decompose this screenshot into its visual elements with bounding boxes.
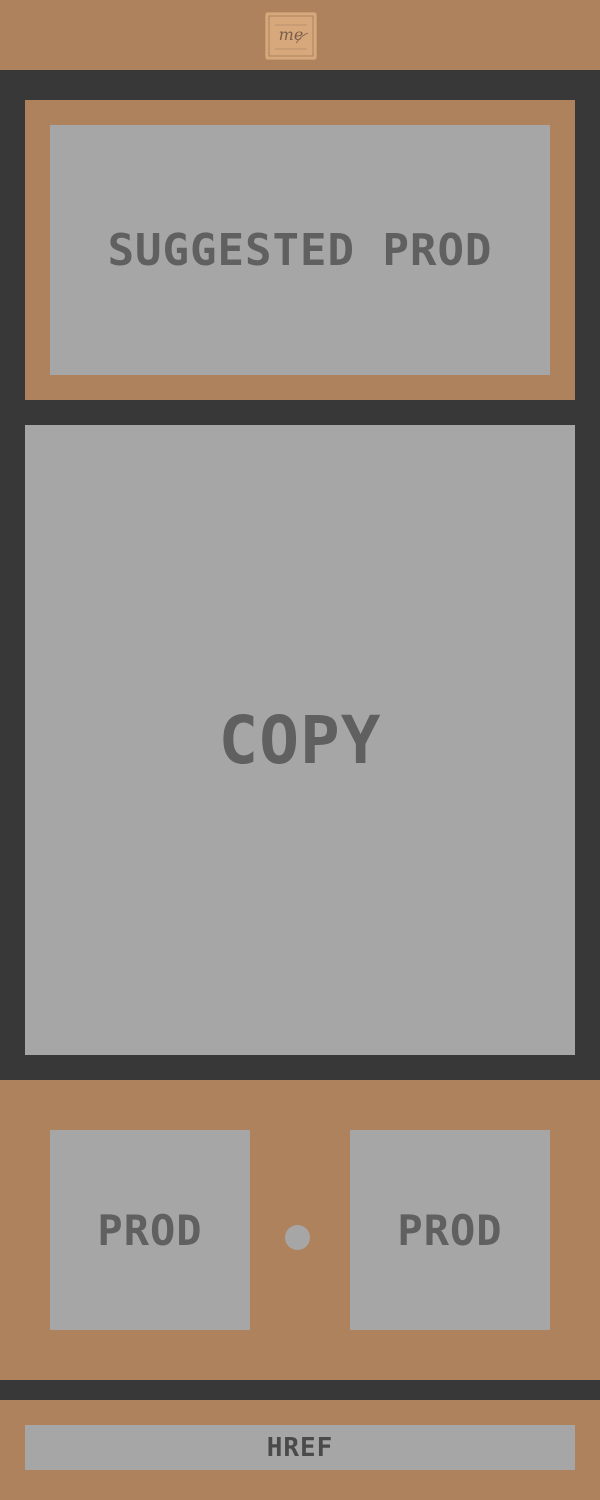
copy-label: COPY (218, 701, 382, 779)
suggested-product-frame: SUGGESTED PROD (25, 100, 575, 400)
href-label: HREF (266, 1432, 334, 1463)
suggested-product-label: SUGGESTED PROD (107, 224, 493, 276)
suggested-product-card[interactable]: SUGGESTED PROD (50, 125, 550, 375)
header-bar: me (0, 0, 600, 70)
carousel-dot-indicator[interactable] (285, 1225, 310, 1250)
brand-logo[interactable]: me (265, 12, 317, 60)
product-row: PROD PROD (0, 1080, 600, 1380)
product-card-left[interactable]: PROD (50, 1130, 250, 1330)
href-link[interactable]: HREF (25, 1425, 575, 1470)
svg-text:me: me (279, 25, 304, 44)
copy-block: COPY (25, 425, 575, 1055)
logo-mark-icon: me (268, 15, 314, 57)
product-label: PROD (97, 1205, 203, 1255)
footer-bar: HREF (0, 1400, 600, 1500)
product-card-right[interactable]: PROD (350, 1130, 550, 1330)
product-label: PROD (397, 1205, 503, 1255)
